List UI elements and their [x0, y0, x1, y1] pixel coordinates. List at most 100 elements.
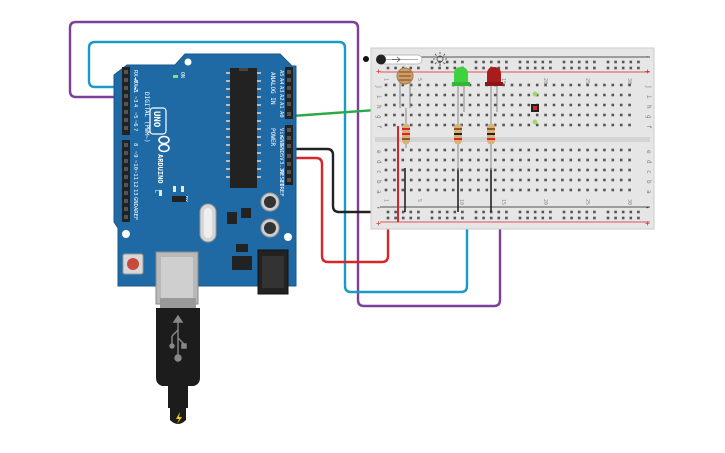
breadboard-hole[interactable] — [527, 123, 531, 127]
breadboard-hole[interactable] — [594, 158, 598, 162]
breadboard-hole[interactable] — [544, 123, 547, 127]
breadboard-hole[interactable] — [569, 148, 573, 152]
breadboard-hole[interactable] — [606, 66, 610, 70]
breadboard-hole[interactable] — [586, 148, 589, 152]
breadboard-hole[interactable] — [561, 83, 564, 87]
breadboard-hole[interactable] — [460, 178, 463, 182]
breadboard-hole[interactable] — [426, 123, 430, 127]
breadboard-hole[interactable] — [409, 123, 413, 127]
breadboard-hole[interactable] — [519, 103, 522, 107]
breadboard-hole[interactable] — [535, 83, 539, 87]
breadboard-hole[interactable] — [619, 188, 623, 192]
breadboard-hole[interactable] — [561, 113, 564, 117]
breadboard-hole[interactable] — [611, 168, 615, 172]
breadboard-hole[interactable] — [611, 148, 615, 152]
breadboard-hole[interactable] — [577, 148, 581, 152]
breadboard-hole[interactable] — [493, 103, 497, 107]
breadboard-hole[interactable] — [586, 83, 589, 87]
breadboard-hole[interactable] — [418, 158, 421, 162]
breadboard-hole[interactable] — [544, 83, 547, 87]
breadboard-hole[interactable] — [611, 83, 615, 87]
breadboard-hole[interactable] — [526, 210, 529, 214]
breadboard-hole[interactable] — [519, 168, 522, 172]
breadboard-hole[interactable] — [384, 83, 388, 87]
breadboard-hole[interactable] — [386, 210, 390, 214]
breadboard-hole[interactable] — [393, 148, 396, 152]
breadboard-hole[interactable] — [497, 216, 501, 220]
breadboard-hole[interactable] — [637, 66, 640, 70]
breadboard-hole[interactable] — [569, 123, 573, 127]
breadboard-hole[interactable] — [505, 60, 508, 64]
breadboard-hole[interactable] — [477, 188, 480, 192]
breadboard-hole[interactable] — [493, 148, 497, 152]
breadboard-hole[interactable] — [569, 113, 573, 117]
breadboard-hole[interactable] — [586, 93, 589, 97]
breadboard-hole[interactable] — [477, 83, 480, 87]
breadboard-hole[interactable] — [519, 148, 522, 152]
breadboard-hole[interactable] — [451, 178, 455, 182]
breadboard-hole[interactable] — [519, 158, 522, 162]
breadboard-hole[interactable] — [401, 93, 405, 97]
breadboard-hole[interactable] — [637, 210, 640, 214]
breadboard-hole[interactable] — [621, 210, 625, 214]
breadboard-hole[interactable] — [474, 66, 478, 70]
breadboard-hole[interactable] — [611, 178, 615, 182]
breadboard-hole[interactable] — [493, 178, 497, 182]
breadboard-hole[interactable] — [535, 123, 539, 127]
breadboard-hole[interactable] — [453, 210, 457, 214]
breadboard-hole[interactable] — [461, 60, 464, 64]
led-green[interactable] — [452, 67, 470, 112]
breadboard-hole[interactable] — [577, 60, 581, 64]
breadboard-hole[interactable] — [489, 216, 493, 220]
breadboard-hole[interactable] — [606, 216, 610, 220]
breadboard-hole[interactable] — [535, 113, 539, 117]
breadboard-hole[interactable] — [603, 93, 606, 97]
breadboard-hole[interactable] — [493, 188, 497, 192]
breadboard-hole[interactable] — [384, 188, 388, 192]
breadboard-hole[interactable] — [435, 158, 438, 162]
breadboard-hole[interactable] — [619, 103, 623, 107]
breadboard-hole[interactable] — [628, 178, 631, 182]
breadboard-hole[interactable] — [552, 168, 556, 172]
breadboard-hole[interactable] — [485, 178, 489, 182]
breadboard-hole[interactable] — [460, 148, 463, 152]
breadboard-hole[interactable] — [603, 148, 606, 152]
breadboard-hole[interactable] — [401, 168, 405, 172]
breadboard-hole[interactable] — [474, 216, 478, 220]
breadboard-hole[interactable] — [468, 113, 472, 117]
light-slider[interactable] — [376, 54, 423, 65]
breadboard-hole[interactable] — [510, 168, 514, 172]
breadboard-hole[interactable] — [569, 158, 573, 162]
breadboard-hole[interactable] — [569, 168, 573, 172]
breadboard-hole[interactable] — [586, 158, 589, 162]
breadboard-holes[interactable] — [384, 60, 640, 220]
reset-button[interactable] — [127, 258, 139, 270]
breadboard-hole[interactable] — [577, 168, 581, 172]
breadboard-hole[interactable] — [474, 60, 478, 64]
breadboard-hole[interactable] — [544, 93, 547, 97]
breadboard-hole[interactable] — [468, 158, 472, 162]
breadboard-hole[interactable] — [527, 188, 531, 192]
breadboard-hole[interactable] — [482, 60, 485, 64]
breadboard-hole[interactable] — [611, 188, 615, 192]
breadboard-hole[interactable] — [606, 210, 610, 214]
breadboard-hole[interactable] — [443, 103, 447, 107]
breadboard-hole[interactable] — [474, 210, 478, 214]
breadboard-hole[interactable] — [443, 158, 447, 162]
breadboard-hole[interactable] — [533, 210, 537, 214]
breadboard-hole[interactable] — [426, 93, 430, 97]
breadboard-hole[interactable] — [544, 148, 547, 152]
breadboard-hole[interactable] — [468, 188, 472, 192]
breadboard-hole[interactable] — [526, 216, 529, 220]
breadboard-hole[interactable] — [533, 60, 537, 64]
wire-black[interactable] — [290, 147, 388, 214]
breadboard-hole[interactable] — [417, 66, 420, 70]
breadboard-hole[interactable] — [435, 113, 438, 117]
breadboard-hole[interactable] — [611, 113, 615, 117]
breadboard-hole[interactable] — [569, 93, 573, 97]
breadboard-hole[interactable] — [594, 178, 598, 182]
breadboard-hole[interactable] — [535, 158, 539, 162]
breadboard-hole[interactable] — [577, 93, 581, 97]
breadboard-hole[interactable] — [426, 178, 430, 182]
